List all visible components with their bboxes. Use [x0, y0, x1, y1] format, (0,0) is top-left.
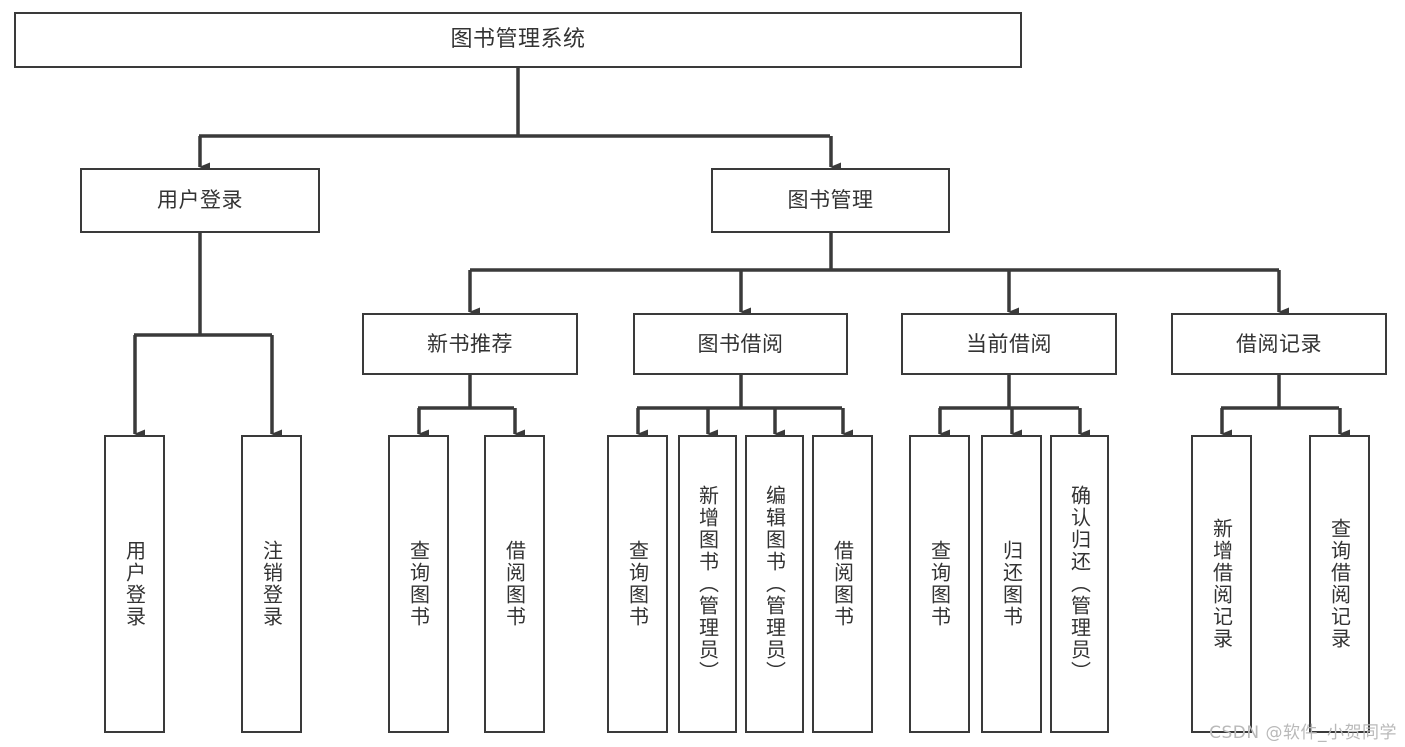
node-label-leaf-add-book: 新增图书（管理员）	[695, 485, 720, 683]
node-new-book-rec[interactable]: 新书推荐	[362, 313, 578, 375]
node-label-leaf-user-login: 用户登录	[122, 540, 147, 628]
node-book-borrow[interactable]: 图书借阅	[633, 313, 848, 375]
node-label-leaf-borrow-book-2: 借阅图书	[830, 540, 855, 628]
node-label-leaf-query-book-2: 查询图书	[625, 540, 650, 628]
node-label-user-login: 用户登录	[157, 188, 243, 213]
node-leaf-borrow-book-2[interactable]: 借阅图书	[812, 435, 873, 733]
watermark-text: CSDN @软件_小贺同学	[1209, 723, 1397, 743]
node-leaf-add-record[interactable]: 新增借阅记录	[1191, 435, 1252, 733]
node-label-leaf-return-book: 归还图书	[999, 540, 1024, 628]
node-label-root: 图书管理系统	[450, 27, 586, 53]
node-leaf-return-book[interactable]: 归还图书	[981, 435, 1042, 733]
node-label-new-book-rec: 新书推荐	[427, 331, 513, 356]
node-label-leaf-confirm-return: 确认归还（管理员）	[1067, 485, 1092, 683]
node-label-book-borrow: 图书借阅	[697, 331, 784, 356]
node-leaf-query-record[interactable]: 查询借阅记录	[1309, 435, 1370, 733]
node-label-leaf-query-book-3: 查询图书	[927, 540, 952, 628]
node-leaf-query-book-1[interactable]: 查询图书	[388, 435, 449, 733]
node-leaf-user-login[interactable]: 用户登录	[104, 435, 165, 733]
node-label-leaf-add-record: 新增借阅记录	[1209, 518, 1234, 650]
node-label-current-borrow: 当前借阅	[966, 331, 1052, 356]
node-leaf-borrow-book-1[interactable]: 借阅图书	[484, 435, 545, 733]
node-leaf-edit-book[interactable]: 编辑图书（管理员）	[745, 435, 804, 733]
node-label-book-manage: 图书管理	[787, 188, 874, 213]
node-leaf-user-logout[interactable]: 注销登录	[241, 435, 302, 733]
node-leaf-confirm-return[interactable]: 确认归还（管理员）	[1050, 435, 1109, 733]
node-label-borrow-records: 借阅记录	[1236, 331, 1322, 356]
node-label-leaf-edit-book: 编辑图书（管理员）	[762, 485, 787, 683]
node-leaf-query-book-2[interactable]: 查询图书	[607, 435, 668, 733]
node-user-login[interactable]: 用户登录	[80, 168, 320, 233]
node-label-leaf-borrow-book-1: 借阅图书	[502, 540, 527, 628]
node-label-leaf-query-record: 查询借阅记录	[1327, 518, 1352, 650]
node-root[interactable]: 图书管理系统	[14, 12, 1022, 68]
node-label-leaf-query-book-1: 查询图书	[406, 540, 431, 628]
node-current-borrow[interactable]: 当前借阅	[901, 313, 1117, 375]
node-book-manage[interactable]: 图书管理	[711, 168, 950, 233]
node-label-leaf-user-logout: 注销登录	[259, 540, 284, 628]
node-leaf-add-book[interactable]: 新增图书（管理员）	[678, 435, 737, 733]
node-borrow-records[interactable]: 借阅记录	[1171, 313, 1387, 375]
node-leaf-query-book-3[interactable]: 查询图书	[909, 435, 970, 733]
